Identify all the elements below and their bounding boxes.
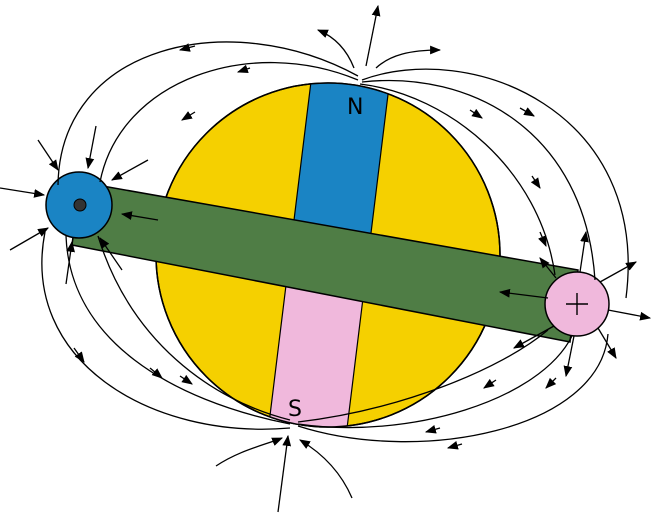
arrow [539, 257, 557, 279]
north-label: N [347, 95, 363, 120]
arrow [365, 4, 381, 67]
field-line [361, 68, 629, 299]
arrow [530, 175, 541, 189]
arrow [607, 309, 652, 321]
field-line [57, 41, 359, 186]
arrow [179, 374, 193, 385]
field-line [97, 235, 291, 421]
arrow [65, 240, 75, 285]
arrow [538, 231, 547, 248]
arrow [9, 227, 49, 251]
arrow [277, 434, 292, 513]
arrow [73, 347, 85, 363]
arrow [469, 108, 483, 119]
right-ball [544, 271, 610, 337]
cross-icon [566, 293, 588, 315]
arrow [563, 335, 575, 378]
arrow [99, 237, 123, 271]
arrow [120, 211, 159, 221]
left-ball [45, 171, 113, 239]
left-ball-rays [0, 125, 159, 285]
field-line [65, 235, 291, 425]
field-line [297, 329, 549, 423]
arrow [519, 107, 535, 117]
field-line [297, 333, 609, 443]
field-line [361, 79, 596, 281]
arrow [111, 159, 149, 181]
arrow [446, 441, 463, 450]
dot-icon [73, 198, 87, 212]
arrow [513, 325, 555, 349]
arrow [181, 111, 196, 121]
field-arrows [73, 43, 557, 450]
arrow [597, 327, 617, 359]
arrow [316, 29, 355, 69]
arrow [0, 187, 46, 198]
south-label: S [288, 397, 302, 422]
field-line [41, 231, 291, 430]
arrow [483, 378, 497, 389]
arrow [37, 139, 59, 171]
arrow [498, 288, 549, 299]
arrow [85, 125, 97, 170]
field-line [99, 61, 359, 183]
field-line [297, 335, 573, 429]
arrow [215, 437, 284, 467]
arrow [599, 261, 637, 283]
right-ball-rays [498, 230, 652, 378]
arrow [424, 425, 441, 434]
arrow [375, 45, 442, 69]
arrow [236, 64, 251, 74]
arrow [299, 439, 353, 499]
arrow [178, 43, 196, 52]
south-rays [215, 434, 353, 513]
north-rays [316, 4, 442, 69]
arrow [545, 377, 557, 389]
arrow [149, 367, 163, 379]
arrow [579, 230, 589, 273]
